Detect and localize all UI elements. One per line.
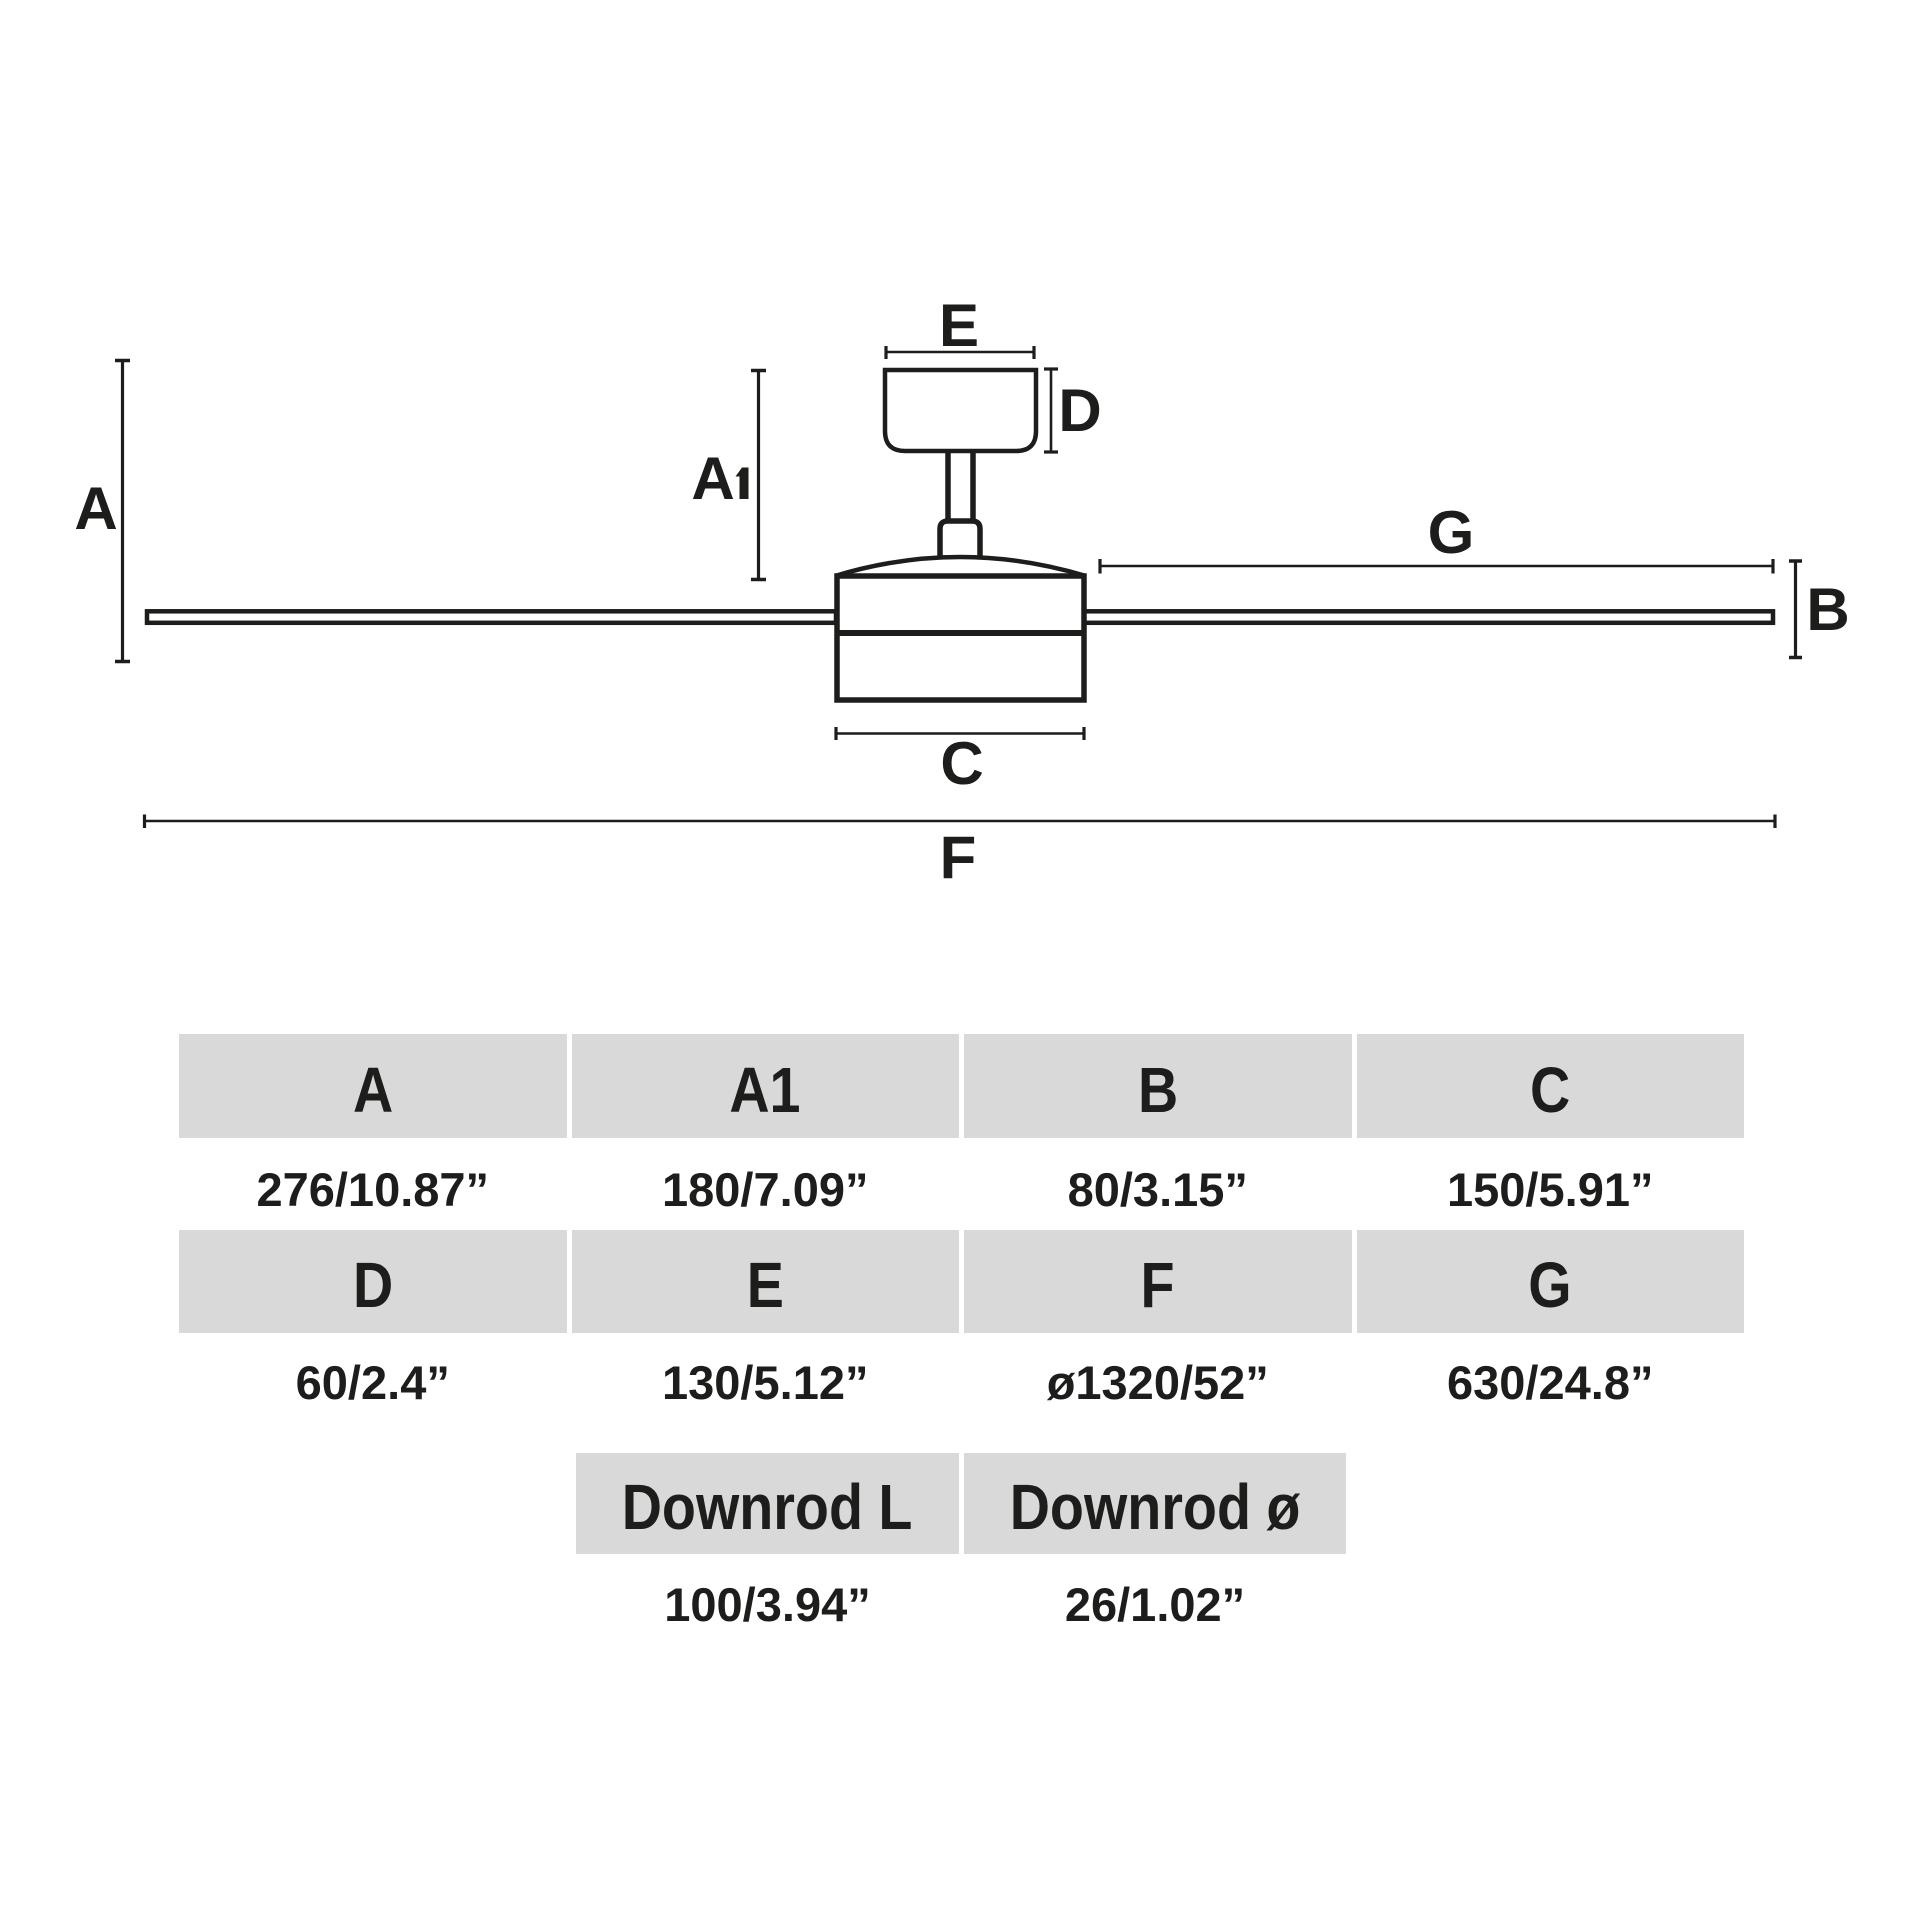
svg-text:D: D [1058, 377, 1101, 444]
svg-text:A: A [691, 445, 734, 512]
svg-text:G: G [1428, 499, 1475, 566]
svg-text:A: A [74, 475, 117, 542]
svg-text:B: B [1806, 576, 1849, 643]
svg-text:E: E [939, 292, 979, 359]
svg-text:C: C [940, 730, 983, 797]
svg-text:F: F [940, 824, 977, 891]
